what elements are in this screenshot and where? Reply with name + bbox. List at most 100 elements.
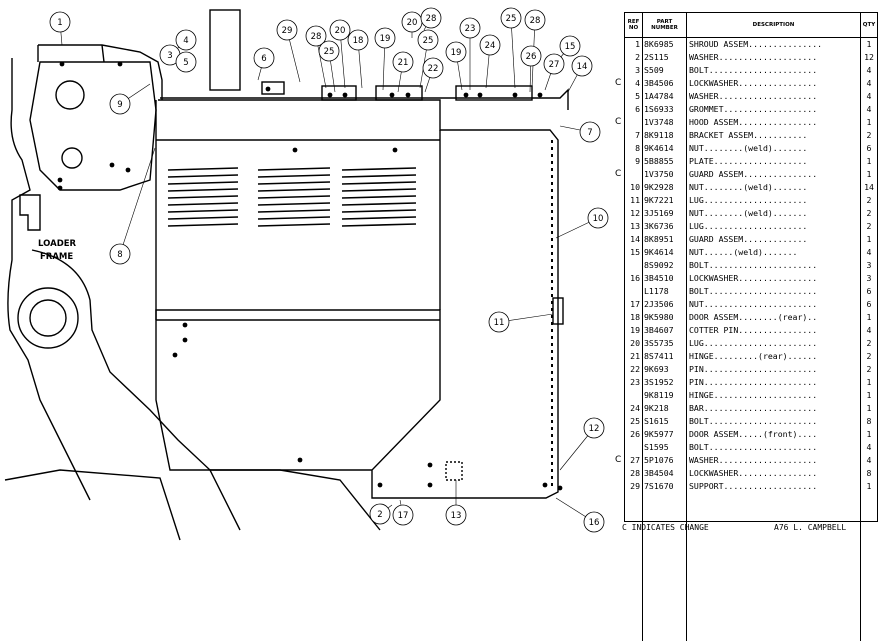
callout-circle [500, 7, 522, 29]
callout-bubble: 10 [587, 207, 609, 229]
qty-cell: 2 [866, 338, 872, 348]
header-part-number: PART NUMBER [643, 13, 687, 37]
description-cell: NUT........(weld)....... [687, 142, 861, 155]
header-ref-no: REF NO [625, 13, 643, 37]
ref-no-cell: 8 [625, 142, 643, 155]
callout-number: 2 [377, 510, 382, 520]
part-number-cell: 3B4510 [643, 272, 687, 285]
description-cell: HOOD ASSEM................ [687, 116, 861, 129]
callout-circle [524, 9, 546, 31]
ref-no-cell [625, 259, 643, 272]
hinge-block-3 [455, 85, 533, 101]
bolt-head [342, 92, 348, 98]
callout-number: 1 [57, 18, 62, 28]
bolt-head [109, 162, 115, 168]
part-number-cell: 9K693 [643, 363, 687, 376]
description-cell: BOLT...................... [687, 441, 861, 454]
ref-no-cell: 3 [625, 64, 643, 77]
callout-bubble: 20 [329, 19, 351, 41]
callout-circle [587, 207, 609, 229]
ref-no-cell: 13 [625, 220, 643, 233]
description-cell: LOCKWASHER................ [687, 272, 861, 285]
callout-bubble: 15 [559, 35, 581, 57]
callout-number: 15 [565, 42, 576, 52]
bolt-head [427, 462, 433, 468]
callout-number: 6 [261, 54, 266, 64]
ref-no-cell: 6 [625, 103, 643, 116]
header-description: DESCRIPTION [687, 13, 861, 37]
bolt-head [463, 92, 469, 98]
louvre-slot [167, 195, 239, 199]
qty-cell: 2 [866, 221, 872, 231]
callout-circle [175, 51, 197, 73]
description-cell: PIN....................... [687, 376, 861, 389]
description-cell: GROMMET................... [687, 103, 861, 116]
callout-circle [49, 11, 71, 33]
callout-bubble: 8 [109, 243, 131, 265]
callout-circle [583, 417, 605, 439]
description-cell: SHROUD ASSEM............... [687, 38, 861, 51]
description-cell: LOCKWASHER................ [687, 467, 861, 480]
description-cell: BRACKET ASSEM........... [687, 129, 861, 142]
callout-circle [479, 34, 501, 56]
ref-no-cell: 24 [625, 402, 643, 415]
louvre-slots [167, 167, 417, 227]
bolt-head [405, 92, 411, 98]
qty-cell: 2 [866, 195, 872, 205]
callout-circle [109, 93, 131, 115]
bolt-head [182, 337, 188, 343]
louvre-slot [257, 202, 331, 206]
qty-cell: 3 [866, 260, 872, 270]
ref-no-cell: 17 [625, 298, 643, 311]
louvre-slot [257, 209, 331, 213]
callout-bubble: 2 [369, 503, 391, 525]
part-number-cell: 8S7411 [643, 350, 687, 363]
qty-cell: 1 [866, 156, 872, 166]
ref-no-cell: 12 [625, 207, 643, 220]
ref-no-cell: 1 [625, 38, 643, 51]
top-rail [160, 88, 569, 110]
description-cell: GUARD ASSEM............. [687, 233, 861, 246]
callout-circle [417, 29, 439, 51]
description-cell: LUG....................... [687, 337, 861, 350]
callout-number: 18 [353, 36, 364, 46]
callout-bubble: 26 [520, 45, 542, 67]
callout-bubble: 19 [374, 27, 396, 49]
louvre-slot [167, 209, 239, 213]
callout-number: 28 [311, 32, 322, 42]
callout-bubble: 28 [420, 7, 442, 29]
louvre-slot [257, 181, 331, 185]
change-marker: C [615, 455, 622, 465]
qty-cell: 8 [866, 468, 872, 478]
callout-number: 10 [593, 214, 604, 224]
bolt-head [477, 92, 483, 98]
description-cell: BOLT...................... [687, 285, 861, 298]
louvre-slot [341, 195, 417, 199]
callout-bubble: 23 [459, 17, 481, 39]
ref-no-cell: 19 [625, 324, 643, 337]
callout-circle [488, 311, 510, 333]
frame-hole-top [55, 80, 85, 110]
callout-circle [305, 25, 327, 47]
bolt-head [59, 61, 65, 67]
callout-bubble: 5 [175, 51, 197, 73]
description-cell: BOLT...................... [687, 64, 861, 77]
callout-number: 19 [380, 34, 391, 44]
bolt-head [512, 92, 518, 98]
callout-number: 22 [428, 64, 439, 74]
ref-no-cell: 16 [625, 272, 643, 285]
louvre-slot [341, 216, 417, 220]
leader-line [510, 17, 516, 89]
description-cell: HINGE..................... [687, 389, 861, 402]
part-number-cell: 2J3506 [643, 298, 687, 311]
